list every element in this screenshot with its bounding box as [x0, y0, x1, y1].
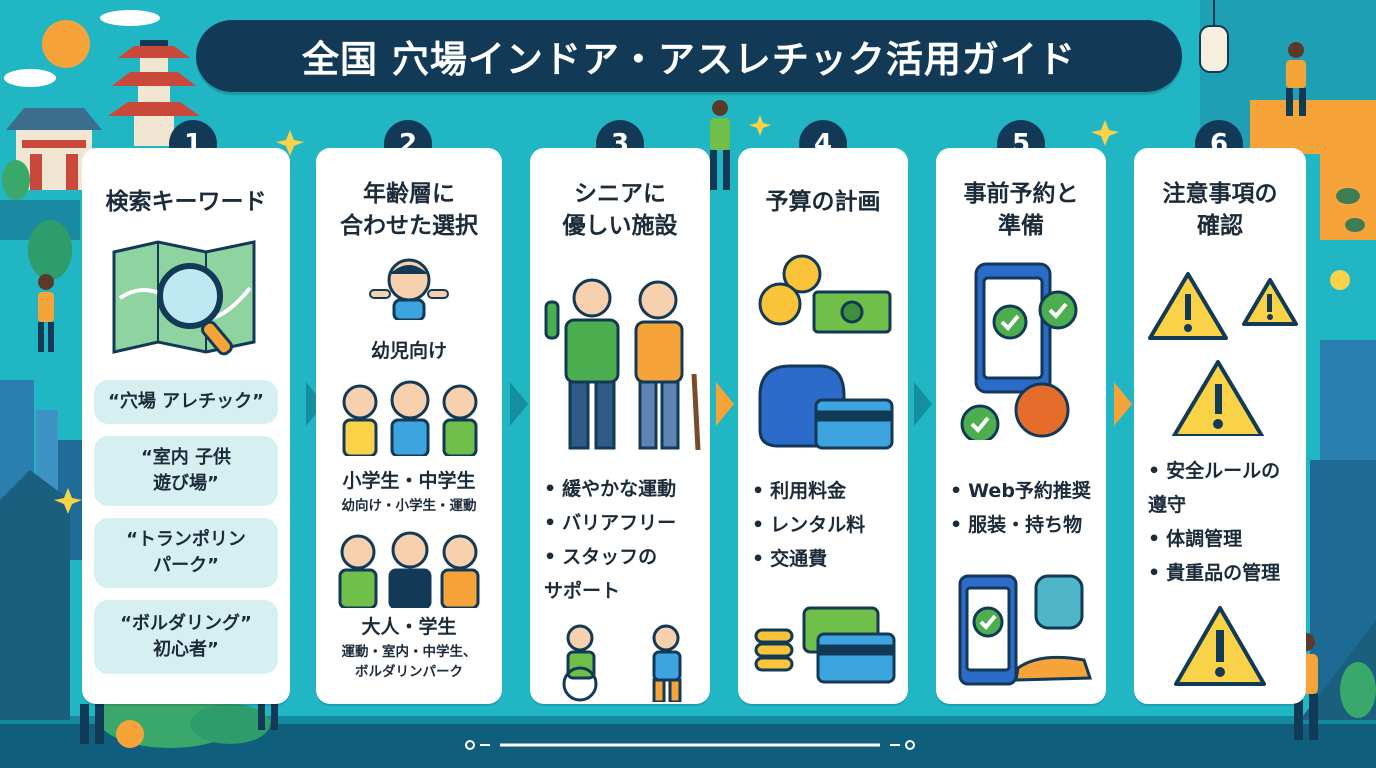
age-group-subtext: 幼向け・小学生・運動: [341, 498, 477, 514]
caution-item: •安全ルールの 遵守: [1148, 460, 1281, 516]
caution-item: •体調管理: [1148, 528, 1243, 550]
step-heading: 注意事項の 確認: [1162, 181, 1278, 239]
step-heading: 事前予約と 準備: [963, 181, 1079, 239]
age-group-label: 大人・学生: [361, 616, 457, 638]
budget-item: •利用料金: [752, 480, 847, 502]
age-group-label: 小学生・中学生: [342, 470, 476, 492]
keyword-text: “室内 子供 遊び場”: [140, 447, 232, 494]
keyword-text: “トランポリン パーク”: [126, 529, 246, 576]
step-heading: 検索キーワード: [105, 189, 267, 215]
sun-icon: [42, 20, 90, 68]
budget-item: •レンタル料: [752, 514, 866, 536]
arrow-icon: [914, 382, 932, 426]
page-title: 全国 穴場インドア・アスレチック活用ガイド: [196, 20, 1182, 92]
step-card-3: シニアに 優しい施設 •緩やかな運動 •バリアフリー •スタッフの サポート: [530, 148, 710, 704]
age-group-subtext: 運動・室内・中学生、 ボルダリンパーク: [341, 644, 477, 680]
keyword-text: “ボルダリング” 初心者”: [120, 613, 252, 660]
preparation-item: •服装・持ち物: [950, 514, 1083, 536]
lantern-icon: [1199, 0, 1229, 73]
arrow-icon: [510, 382, 528, 426]
feature-item: •バリアフリー: [544, 512, 677, 534]
keyword-text: “穴場 アレチック”: [108, 391, 264, 412]
keyword-chip: “トランポリン パーク”: [94, 518, 278, 588]
preparation-list: •Web予約推奨 •服装・持ち物: [950, 474, 1098, 542]
adults-icon: [338, 531, 480, 608]
wallet-card-icon: [758, 364, 894, 450]
jumper-figure-top: [710, 100, 730, 190]
timeline-slider: [465, 740, 915, 750]
step-card-4: 予算の計画 •利用料金 •レンタル料 •交通費: [738, 148, 908, 704]
temple-icon: [6, 108, 102, 190]
caution-item: •貴重品の管理: [1148, 562, 1281, 584]
caution-list: •安全ルールの 遵守 •体調管理 •貴重品の管理: [1148, 454, 1298, 590]
wheelchair-senior-icon: [562, 624, 682, 702]
coins-cards-icon: [754, 606, 896, 684]
feature-item: •スタッフの サポート: [544, 546, 658, 602]
step-card-2: 年齢層に 合わせた選択 幼児向け 小学生・中学生 幼向け・小学生・運動 大人・学…: [316, 148, 502, 704]
climber-figure-top-right: [1286, 42, 1306, 116]
arrow-icon: [1114, 382, 1132, 426]
feature-list: •緩やかな運動 •バリアフリー •スタッフの サポート: [544, 472, 702, 608]
arrow-icon: [716, 382, 734, 426]
keyword-chip: “穴場 アレチック”: [94, 380, 278, 424]
warning-icon: [1174, 606, 1266, 686]
warning-icon: [1148, 272, 1298, 436]
step-heading: シニアに 優しい施設: [562, 181, 678, 239]
map-magnifier-icon: [112, 240, 256, 356]
phone-gear-icon: [958, 574, 1093, 686]
senior-couple-icon: [544, 278, 701, 451]
climber-figure-left: [38, 274, 54, 352]
keyword-chip: “室内 子供 遊び場”: [94, 436, 278, 506]
children-icon: [342, 380, 478, 456]
feature-item: •緩やかな運動: [544, 478, 677, 500]
age-group-label: 幼児向け: [370, 340, 447, 362]
step-card-1: 検索キーワード “穴場 アレチック” “室内 子供 遊び場” “トランポリン パ…: [82, 148, 290, 704]
lamp-icon: [1330, 270, 1350, 290]
budget-item: •交通費: [752, 548, 828, 570]
step-card-6: 注意事項の 確認 •安全ルールの 遵守 •体調管理 •貴重品の管理: [1134, 148, 1306, 704]
step-card-5: 事前予約と 準備 •Web予約推奨 •服装・持ち物: [936, 148, 1106, 704]
preparation-item: •Web予約推奨: [950, 480, 1091, 502]
phone-booking-icon: [960, 262, 1078, 440]
step-heading: 年齢層に 合わせた選択: [340, 181, 478, 239]
pagoda-icon: [108, 40, 200, 146]
keyword-chip: “ボルダリング” 初心者”: [94, 600, 278, 674]
budget-list: •利用料金 •レンタル料 •交通費: [752, 474, 900, 576]
coins-bills-icon: [758, 254, 892, 334]
step-heading: 予算の計画: [765, 189, 881, 215]
toddler-icon: [369, 258, 449, 320]
